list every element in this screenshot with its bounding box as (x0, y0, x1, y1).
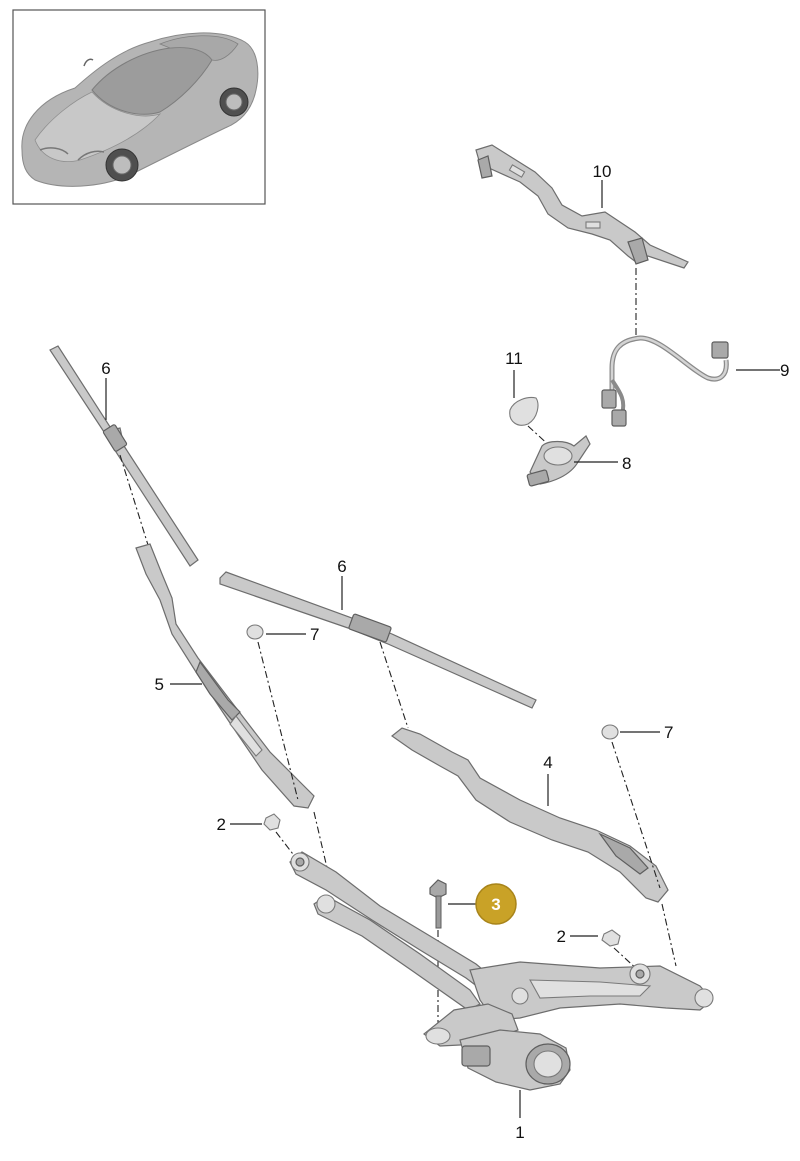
dash-line-11-8 (527, 425, 553, 449)
callout-5: 5 (155, 675, 164, 694)
callout-4: 4 (543, 753, 552, 772)
dash-line-7-right (611, 741, 661, 889)
dash-line-6-5 (119, 454, 149, 546)
callout-6-left: 6 (101, 359, 110, 378)
dash-line-5-linkage (313, 811, 329, 873)
dash-line-4-linkage (661, 903, 677, 967)
part-4-arm-right[interactable] (390, 727, 669, 903)
part-9-cable[interactable] (601, 335, 729, 427)
callout-1: 1 (515, 1123, 524, 1142)
part-6-blade-right[interactable] (219, 571, 537, 709)
part-10-bracket[interactable] (475, 144, 689, 269)
callout-6-right: 6 (337, 557, 346, 576)
callout-11: 11 (505, 349, 523, 368)
callout-9: 9 (780, 361, 789, 380)
part-7-cap-right[interactable] (601, 724, 619, 740)
callout-3: 3 (491, 895, 500, 914)
part-6-blade-left[interactable] (49, 345, 199, 567)
dash-line-6-4 (379, 641, 409, 729)
callout-2-right: 2 (557, 927, 566, 946)
callout-7-right: 7 (664, 723, 673, 742)
car-thumbnail-icon (21, 32, 259, 187)
dash-line-7-left (257, 641, 299, 801)
car-thumbnail[interactable] (12, 9, 266, 205)
callout-2-left: 2 (217, 815, 226, 834)
part-1-linkage[interactable] (289, 851, 714, 1091)
dash-line-2-right (613, 947, 641, 973)
part-5-arm-left[interactable] (135, 543, 315, 809)
part-2-nut-left[interactable] (263, 813, 281, 831)
part-2-nut-right[interactable] (601, 929, 621, 947)
dash-line-2-left (275, 831, 297, 859)
part-7-cap-left[interactable] (246, 624, 264, 640)
part-11-pad[interactable] (509, 396, 539, 426)
callout-8: 8 (622, 454, 631, 473)
part-8-sensor[interactable] (526, 435, 591, 487)
callout-7-left: 7 (310, 625, 319, 644)
callout-10: 10 (593, 162, 612, 181)
callout-3-badge[interactable]: 3 (475, 883, 517, 925)
part-3-bolt[interactable] (429, 879, 447, 929)
